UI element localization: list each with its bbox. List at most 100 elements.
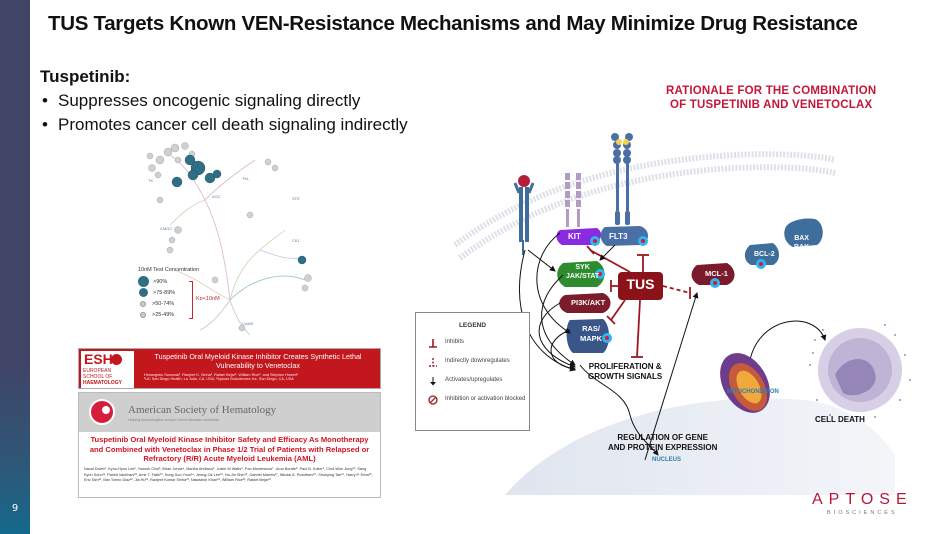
legend-item: Inhibits <box>416 338 529 348</box>
diagram-legend: LEGEND Inhibits Indirectly downregulates… <box>415 312 530 431</box>
bax-label-line: BAX <box>794 235 809 242</box>
ash-org-name: American Society of Hematology <box>128 404 277 416</box>
kinome-legend-item: >25-49% <box>138 309 248 320</box>
legend-title: LEGEND <box>458 322 487 329</box>
intro-bullet: Promotes cancer cell death signaling ind… <box>40 113 408 137</box>
cell-membrane <box>453 151 836 261</box>
ras-label-line: RAS/ <box>582 324 600 333</box>
circle-large-icon <box>138 276 149 287</box>
kinome-legend-item: >90% <box>138 276 248 287</box>
intro-bullets: Suppresses oncogenic signaling directly … <box>40 89 408 137</box>
flt3-receptor <box>611 133 633 225</box>
mcl1-label: MCL-1 <box>705 269 728 278</box>
regulation-line: REGULATION OF GENE <box>617 433 708 442</box>
intro-bullet: Suppresses oncogenic signaling directly <box>40 89 408 113</box>
blocked-icon <box>428 395 438 405</box>
tus-node <box>618 272 663 300</box>
ash-title: Tuspetinib Oral Myeloid Kinase Inhibitor… <box>89 435 370 464</box>
esh-logo-text: EUROPEAN <box>83 368 112 374</box>
syk-label: SYK JAK/STAT <box>566 263 599 281</box>
ras-node <box>566 319 609 353</box>
ras-label: RAS/ MAPK <box>580 324 602 344</box>
flt3-node <box>600 226 649 246</box>
syk-node <box>557 261 605 287</box>
kinome-bracket <box>189 281 193 319</box>
pathway-diagram <box>453 133 911 495</box>
mcl1-node <box>691 263 735 285</box>
proliferation-line: PROLIFERATION & <box>588 362 662 371</box>
kit-node <box>556 228 602 245</box>
nucleus-shape <box>505 398 895 495</box>
ash-tagline: Helping hematologists conquer blood dise… <box>128 418 220 422</box>
svg-text:CAMK: CAMK <box>242 321 254 326</box>
kinome-legend-label: >50-74% <box>152 300 175 307</box>
legend-label: Inhibition or activation blocked <box>445 396 526 402</box>
aptose-logo-name: APTOSE <box>812 491 913 508</box>
bcl2-node <box>744 243 779 265</box>
intro-heading: Tuspetinib: <box>40 67 131 86</box>
nucleus-label: NUCLEUS <box>652 457 682 463</box>
proliferation-label: PROLIFERATION & GROWTH SIGNALS <box>588 362 662 382</box>
kinome-legend-label: >75-89% <box>153 289 176 296</box>
esh-authors: Himangshu Sonowal¹, Ranjeet K. Sinha², R… <box>144 373 298 377</box>
esh-affiliations: ¹UC San Diego Health, La Jolla, CA, USA;… <box>144 377 294 381</box>
svg-text:STE: STE <box>292 196 300 201</box>
dying-cell-icon <box>809 324 911 418</box>
kinome-legend-item: >50-74% <box>138 298 248 309</box>
ash-authors: Naval Daver¹, Kyoo-Hyun Lee², Yunsuk Cho… <box>84 466 373 483</box>
bax-bak-node <box>784 218 823 247</box>
regulation-line: AND PROTEIN EXPRESSION <box>608 443 718 452</box>
circle-small-icon <box>140 300 146 307</box>
intro-block: Tuspetinib: Suppresses oncogenic signali… <box>40 67 408 137</box>
svg-text:TK: TK <box>148 178 153 183</box>
svg-text:TKL: TKL <box>242 176 250 181</box>
flt3-label: FLT3 <box>609 232 628 241</box>
slide-title: TUS Targets Known VEN-Resistance Mechani… <box>48 12 858 35</box>
circle-small-icon <box>140 311 146 318</box>
legend-item: Indirectly downregulates <box>416 357 529 367</box>
esh-publication-card[interactable]: ESH EUROPEAN SCHOOL OF HAEMATOLOGY Tuspe… <box>78 348 381 389</box>
ash-publication-card[interactable]: American Society of Hematology Helping h… <box>78 392 381 498</box>
esh-logo: ESH EUROPEAN SCHOOL OF HAEMATOLOGY <box>81 351 134 388</box>
rationale-heading: RATIONALE FOR THE COMBINATION OF TUSPETI… <box>666 84 876 112</box>
proliferation-line: GROWTH SIGNALS <box>588 372 663 381</box>
ash-header: American Society of Hematology Helping h… <box>79 393 380 432</box>
kinome-legend-label: >25-49% <box>152 311 175 318</box>
legend-label: Indirectly downregulates <box>445 358 510 364</box>
side-accent-bar <box>0 0 30 534</box>
regulation-label: REGULATION OF GENE AND PROTEIN EXPRESSIO… <box>608 433 717 453</box>
kinome-legend-title: 10nM Test Concentration <box>138 267 200 273</box>
rationale-heading-line: RATIONALE FOR THE COMBINATION <box>666 85 877 97</box>
esh-title: Tuspetinib Oral Myeloid Kinase Inhibitor… <box>154 352 362 370</box>
esh-logo-text: SCHOOL OF <box>83 374 113 380</box>
kit-receptor <box>565 173 581 227</box>
svg-text:CMGC: CMGC <box>160 226 172 231</box>
circle-medium-icon <box>139 288 148 297</box>
ash-logo-icon <box>89 399 115 425</box>
activate-arrow-icon <box>430 377 436 386</box>
syk-label-line: JAK/STAT <box>566 273 600 280</box>
receptor-icon <box>513 175 535 255</box>
pi3k-node <box>559 293 611 313</box>
cell-death-label: CELL DEATH <box>815 415 865 424</box>
kinome-legend-label: >90% <box>153 278 168 285</box>
kit-label: KIT <box>568 232 581 241</box>
indirect-downregulate-icon <box>429 358 437 367</box>
rationale-heading-line: OF TUSPETINIB AND VENETOCLAX <box>670 99 873 111</box>
pi3k-label: PI3K/AKT <box>571 298 606 307</box>
kinome-legend: 10nM Test Concentration >90% >75-89% >50… <box>138 267 248 320</box>
bax-bak-label: BAX BAK <box>794 234 809 252</box>
aptose-logo: APTOSE BIOSCIENCES <box>812 491 913 516</box>
esh-logo-text: ESH <box>84 351 113 367</box>
ras-label-line: MAPK <box>580 334 603 343</box>
mitochondrion-icon <box>720 353 770 413</box>
bax-label-line: BAK <box>794 244 810 251</box>
aptose-logo-sub: BIOSCIENCES <box>827 510 898 516</box>
svg-text:AGC: AGC <box>212 194 221 199</box>
legend-item: Inhibition or activation blocked <box>416 395 529 405</box>
legend-item: Activates/upregulates <box>416 376 529 386</box>
esh-logo-text: HAEMATOLOGY <box>83 380 122 386</box>
inhibit-lines <box>586 245 691 358</box>
esh-logo-circle <box>111 354 122 365</box>
